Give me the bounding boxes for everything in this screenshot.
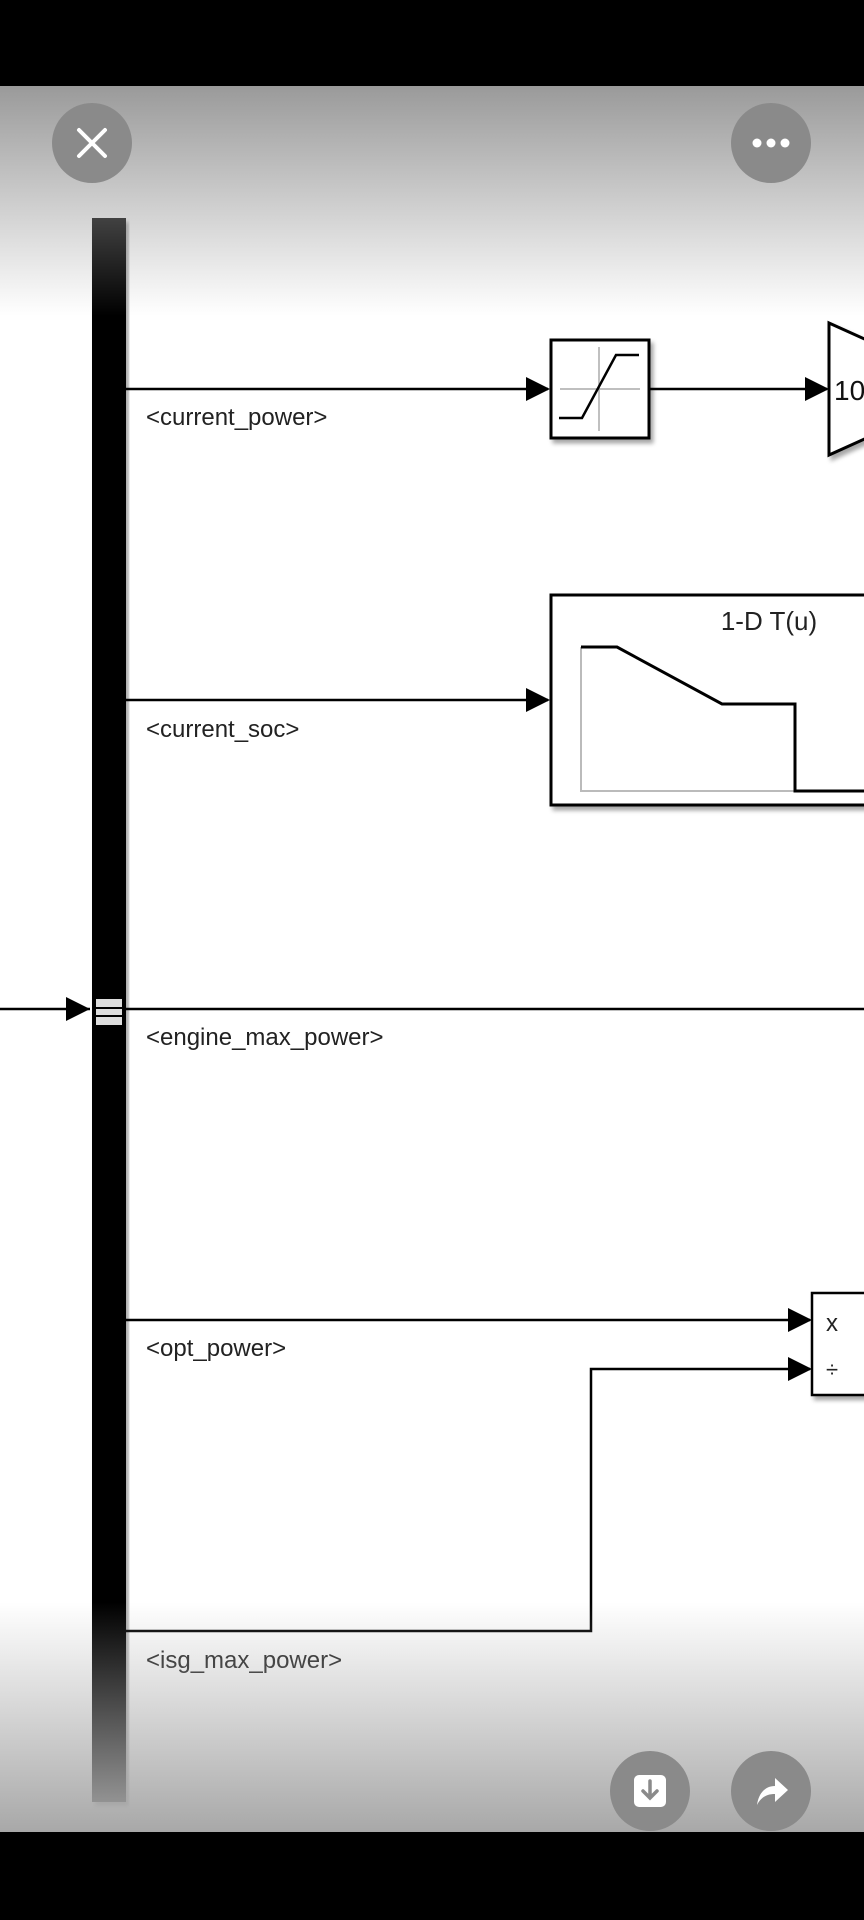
lookup-table-block[interactable]: 1-D T(u) (549, 593, 864, 807)
share-icon (757, 1778, 788, 1805)
status-bar (0, 0, 864, 86)
image-viewer: 10 1-D T(u) x ÷ <current_power> <current… (0, 86, 864, 1832)
more-options-button[interactable] (731, 103, 811, 183)
gain-block[interactable]: 10 (827, 320, 864, 458)
close-icon (77, 128, 107, 158)
label-current-soc: <current_soc> (146, 716, 299, 743)
product-block[interactable]: x ÷ (810, 1291, 864, 1397)
arrowheads (66, 377, 829, 1381)
share-button[interactable] (731, 1751, 811, 1831)
label-opt-power: <opt_power> (146, 1335, 286, 1362)
download-button[interactable] (610, 1751, 690, 1831)
gain-value: 10 (834, 375, 864, 406)
label-engine-max-power: <engine_max_power> (146, 1024, 384, 1051)
download-icon (634, 1775, 666, 1807)
lookup-title: 1-D T(u) (721, 606, 817, 636)
product-op-divide: ÷ (826, 1357, 838, 1382)
saturation-block[interactable] (549, 338, 651, 440)
signal-isg-max-power-line[interactable] (126, 1367, 810, 1633)
close-button[interactable] (52, 103, 132, 183)
navigation-bar (0, 1832, 864, 1920)
simulink-diagram: 10 1-D T(u) x ÷ <current_power> <current… (0, 218, 864, 1802)
label-current-power: <current_power> (146, 404, 327, 431)
more-icon (752, 138, 790, 148)
product-op-multiply: x (826, 1310, 838, 1337)
label-isg-max-power: <isg_max_power> (146, 1647, 342, 1674)
bus-input-port (96, 999, 122, 1025)
